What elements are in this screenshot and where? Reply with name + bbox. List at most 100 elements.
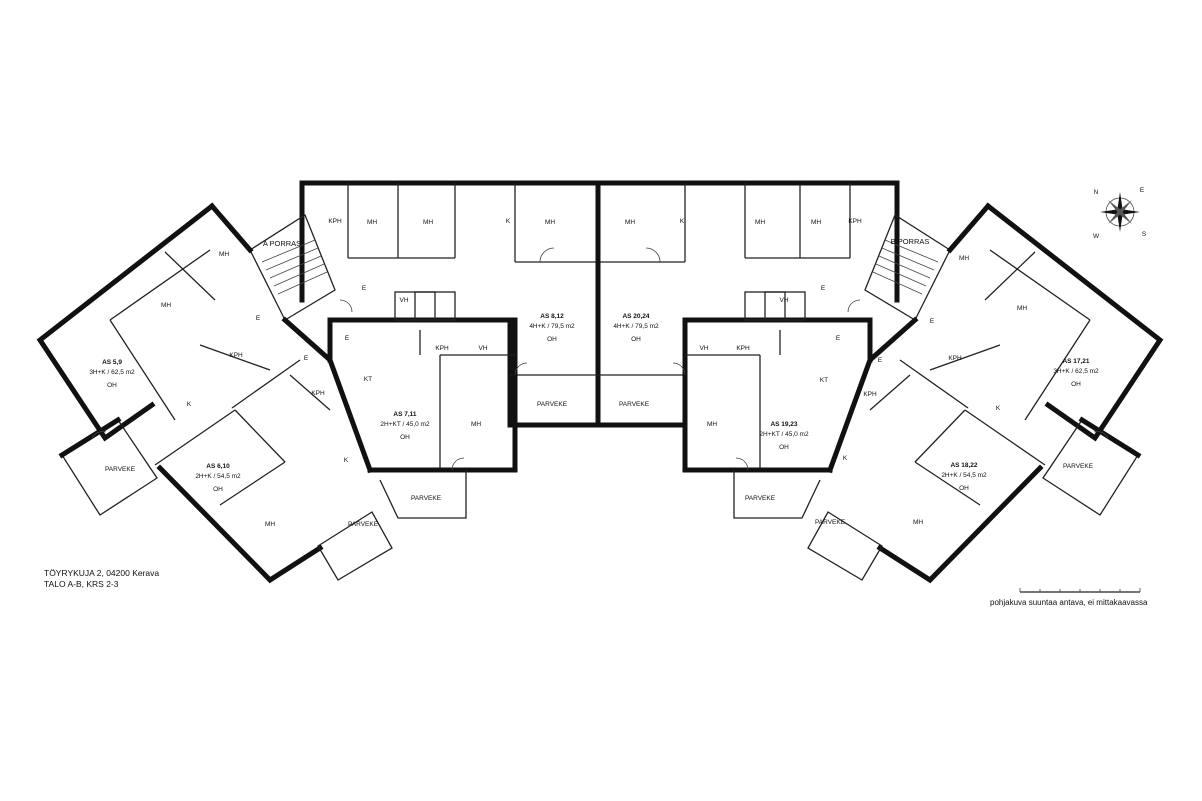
apartment-as-20-24: AS 20,24 4H+K / 79,5 m2 OH [613, 313, 659, 343]
room-label-mh: MH [1017, 305, 1027, 312]
apartment-id: AS 7,11 [393, 411, 417, 418]
compass-n: N [1094, 189, 1099, 196]
room-label-k: K [996, 405, 1001, 412]
apartment-as-8-12: AS 8,12 4H+K / 79,5 m2 OH [529, 313, 575, 343]
address-info: TÖYRYKUJA 2, 04200 Kerava TALO A-B, KRS … [44, 568, 159, 590]
room-label-mh: MH [811, 219, 821, 226]
room-label-parveke: PARVEKE [745, 495, 776, 502]
apartment-id: AS 18,22 [950, 462, 977, 469]
apartment-room: OH [400, 434, 410, 441]
central-block-walls [299, 180, 900, 519]
apartment-type: 3H+K / 62,5 m2 [1053, 368, 1099, 375]
room-label-k: K [344, 457, 349, 464]
address-line-1: TÖYRYKUJA 2, 04200 Kerava [44, 568, 160, 578]
apartment-room: OH [107, 382, 117, 389]
room-label-e: E [930, 318, 935, 325]
room-label-parveke: PARVEKE [348, 521, 379, 528]
room-label-vh: VH [779, 297, 788, 304]
room-label-parveke: PARVEKE [619, 401, 650, 408]
apartment-as-5-9: AS 5,9 3H+K / 62,5 m2 OH [89, 359, 135, 389]
apartment-type: 2H+K / 54,5 m2 [195, 473, 241, 480]
apartment-type: 4H+K / 79,5 m2 [613, 323, 659, 330]
apartment-room: OH [547, 336, 557, 343]
apartment-as-18-22: AS 18,22 2H+K / 54,5 m2 OH [941, 462, 987, 492]
room-label-kph: KPH [311, 390, 325, 397]
apartment-type: 2H+KT / 45,0 m2 [380, 421, 430, 428]
room-label-kph: KPH [435, 345, 449, 352]
room-label-mh: MH [959, 255, 969, 262]
room-label-mh: MH [219, 251, 229, 258]
room-label-parveke: PARVEKE [815, 519, 846, 526]
room-label-parveke: PARVEKE [105, 466, 136, 473]
room-label-mh: MH [545, 219, 555, 226]
apartment-room: OH [631, 336, 641, 343]
compass-e: E [1140, 187, 1145, 194]
room-label-kph: KPH [229, 352, 243, 359]
room-label-kph: KPH [328, 218, 342, 225]
apartment-id: AS 20,24 [622, 313, 649, 320]
stair-b-label: B PORRAS [891, 237, 930, 246]
room-label-vh: VH [699, 345, 708, 352]
door-swings [91, 247, 1109, 471]
apartment-type: 2H+KT / 45,0 m2 [759, 431, 809, 438]
room-label-parveke: PARVEKE [537, 401, 568, 408]
room-label-e: E [304, 355, 309, 362]
room-label-vh: VH [478, 345, 487, 352]
address-line-2: TALO A-B, KRS 2-3 [44, 579, 119, 589]
room-label-mh: MH [423, 219, 433, 226]
stair-a-label: A PORRAS [263, 239, 301, 248]
compass-w: W [1093, 233, 1100, 240]
room-label-parveke: PARVEKE [1063, 463, 1094, 470]
room-label-e: E [878, 357, 883, 364]
apartment-room: OH [1071, 381, 1081, 388]
apartment-type: 2H+K / 54,5 m2 [941, 472, 987, 479]
room-label-mh: MH [471, 421, 481, 428]
room-label-e: E [256, 315, 261, 322]
room-label-e: E [345, 335, 350, 342]
apartment-as-17-21: AS 17,21 3H+K / 62,5 m2 OH [1053, 358, 1099, 388]
room-label-k: K [506, 218, 511, 225]
room-label-parveke: PARVEKE [411, 495, 442, 502]
right-wing-walls [807, 202, 1164, 584]
room-label-mh: MH [707, 421, 717, 428]
room-label-kt: KT [820, 377, 828, 384]
room-label-mh: MH [625, 219, 635, 226]
room-label-e: E [821, 285, 826, 292]
room-label-mh: MH [755, 219, 765, 226]
apartment-id: AS 5,9 [102, 359, 122, 366]
apartment-room: OH [779, 444, 789, 451]
room-label-mh: MH [265, 521, 275, 528]
scale-note: pohjakuva suuntaa antava, ei mittakaavas… [990, 598, 1148, 607]
compass-s: S [1142, 231, 1147, 238]
apartment-id: AS 17,21 [1062, 358, 1089, 365]
room-label-mh: MH [913, 519, 923, 526]
apartment-as-6-10: AS 6,10 2H+K / 54,5 m2 OH [195, 463, 241, 493]
apartment-room: OH [213, 486, 223, 493]
room-label-kph: KPH [736, 345, 750, 352]
room-labels: MH MH MH MH MH MH MH MH MH MH MH MH MH M… [105, 218, 1094, 528]
room-label-mh: MH [161, 302, 171, 309]
apartment-type: 3H+K / 62,5 m2 [89, 369, 135, 376]
apartment-id: AS 19,23 [770, 421, 797, 428]
apartment-as-7-11: AS 7,11 2H+KT / 45,0 m2 OH [380, 411, 430, 441]
room-label-k: K [187, 401, 192, 408]
room-label-kt: KT [364, 376, 372, 383]
room-label-vh: VH [399, 297, 408, 304]
apartment-room: OH [959, 485, 969, 492]
room-label-k: K [843, 455, 848, 462]
room-label-mh: MH [367, 219, 377, 226]
apartment-as-19-23: AS 19,23 2H+KT / 45,0 m2 OH [759, 421, 809, 451]
room-label-e: E [362, 285, 367, 292]
room-label-k: K [680, 218, 685, 225]
room-label-kph: KPH [848, 218, 862, 225]
apartment-id: AS 8,12 [540, 313, 564, 320]
apartment-id: AS 6,10 [206, 463, 230, 470]
room-label-e: E [836, 335, 841, 342]
compass-rose-icon: N E S W [1093, 187, 1147, 240]
left-wing-walls [36, 202, 393, 584]
room-label-kph: KPH [948, 355, 962, 362]
scale-bar [1019, 588, 1141, 593]
apartment-type: 4H+K / 79,5 m2 [529, 323, 575, 330]
room-label-kph: KPH [863, 391, 877, 398]
